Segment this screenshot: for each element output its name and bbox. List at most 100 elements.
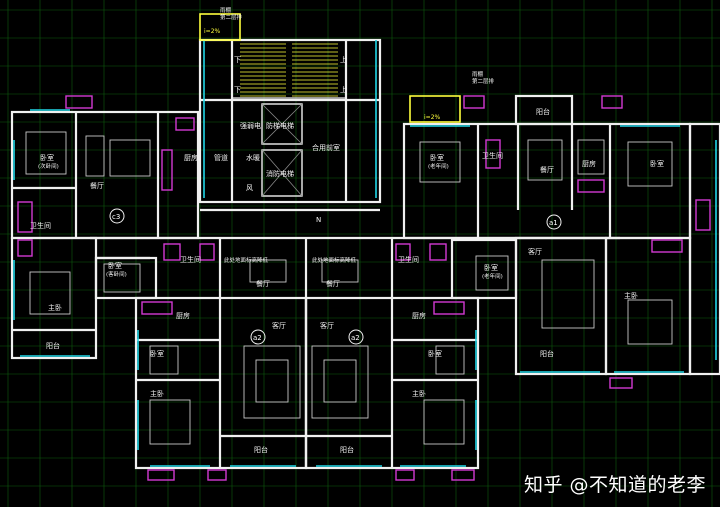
coffee-table (323, 359, 357, 403)
room-label: 卧室 (150, 349, 164, 358)
slope-label: i=2% (204, 28, 221, 35)
room-label: 厨房 (176, 311, 190, 320)
annotation-note: 此处地面标高降低 (312, 256, 357, 264)
toilet (395, 243, 411, 261)
unit-c3-outline (10, 110, 200, 240)
canopy-outline (409, 95, 461, 123)
north-label: N (316, 216, 321, 224)
unit-bubble-a2 (250, 329, 266, 345)
room-label: 卧室 (40, 153, 54, 162)
stair-direction: 下 (234, 56, 241, 64)
canopy-note: 第二层排 (472, 77, 495, 85)
room-label: 厨房 (412, 311, 426, 320)
toilet (485, 139, 501, 169)
room-label: 阳台 (46, 341, 60, 350)
fixtures (17, 95, 711, 481)
room-label: 防梯电梯 (266, 121, 294, 130)
walls (10, 38, 720, 470)
room-label: 厨房 (582, 159, 596, 168)
bed (25, 131, 67, 175)
unit-a1-top-balcony (514, 94, 574, 126)
room-label: 卫生间 (482, 151, 503, 160)
unit-bubble-c3 (109, 208, 125, 224)
room-sublabel: (老年间) (428, 162, 449, 170)
furniture (25, 131, 673, 445)
dining-table (321, 259, 359, 283)
room-label: 客厅 (320, 321, 334, 330)
unit-bubble-a1 (546, 214, 562, 230)
watermark: 知乎 @不知道的老李 (523, 474, 706, 496)
unit-bubble-a2 (348, 329, 364, 345)
room-label: 卫生间 (180, 255, 201, 264)
stair-direction: 下 (234, 86, 241, 94)
stair-core-outline (198, 38, 382, 204)
room-sublabel: (老年间) (482, 272, 503, 280)
room-label: 卧室 (428, 349, 442, 358)
room-label: 阳台 (536, 107, 550, 116)
unit-bubble-label: a1 (549, 219, 558, 227)
room-label: 强弱电 (240, 121, 261, 130)
canopy-note: 雨棚 (472, 70, 484, 78)
room-label: 厨房 (184, 153, 198, 162)
room-label: 卫生间 (398, 255, 419, 264)
room-sublabel: (次卧间) (38, 162, 59, 170)
bathtub (651, 239, 683, 253)
stair-treads (232, 43, 346, 99)
ac-unit (395, 469, 415, 481)
room-label: 客厅 (272, 321, 286, 330)
kitchen-counter (161, 149, 173, 191)
room-label: 餐厅 (90, 181, 104, 190)
bed (627, 299, 673, 345)
kitchen-counter (433, 301, 465, 315)
annotation-note: 此处地面标高降低 (224, 256, 269, 264)
room-sublabel: (客卧间) (106, 270, 127, 278)
room-label: 消防电梯 (266, 169, 294, 178)
room-label: 管道 (214, 153, 228, 162)
room-label: 阳台 (254, 445, 268, 454)
unit-a1-labels: 卧室 (老年间) 卫生间 餐厅 厨房 卧室 客厅 卧室 (老年间) 主卧 阳台 … (428, 107, 664, 358)
toilet (429, 243, 447, 261)
sink (175, 117, 195, 131)
unit-c3-labels: 卧室 (次卧间) 厨房 餐厅 卫生间 主卧 阳台 卧室 (客卧间) (30, 153, 198, 350)
bed (29, 271, 71, 315)
toilet (695, 199, 711, 231)
bed (103, 263, 141, 293)
ac-unit (451, 469, 475, 481)
sink (17, 239, 33, 257)
lift-shaft-2 (261, 149, 303, 197)
room-label: 卧室 (650, 159, 664, 168)
ac-unit (207, 469, 227, 481)
ac-unit (601, 95, 623, 109)
toilet (199, 243, 215, 261)
sofa (109, 139, 151, 177)
dining-table (527, 139, 563, 181)
room-label: 阳台 (340, 445, 354, 454)
table (85, 135, 105, 177)
canopy-note: 雨棚 (220, 6, 232, 14)
room-label: 主卧 (150, 389, 164, 398)
sofa-set (243, 345, 301, 419)
room-label: 卧室 (430, 153, 444, 162)
unit-a2-right-labels: 此处地面标高降低 餐厅 客厅 厨房 卫生间 卧室 主卧 阳台 (312, 255, 442, 454)
kitchen-counter (577, 179, 605, 193)
room-label: 主卧 (624, 291, 638, 300)
lift-shaft-1 (261, 103, 303, 145)
toilet (163, 243, 181, 261)
slope-label: i=2% (424, 114, 441, 121)
room-label: 合用前室 (312, 143, 340, 152)
unit-bubble-label: a2 (253, 334, 262, 342)
room-label: 卧室 (108, 261, 122, 270)
stair-direction: 上 (340, 85, 347, 94)
sofa-set (311, 345, 369, 419)
sofa-set (541, 259, 595, 329)
kitchen-counter (577, 139, 605, 175)
room-label: 客厅 (528, 247, 542, 256)
bed (435, 345, 465, 375)
bed (475, 255, 509, 291)
bed (149, 345, 179, 375)
dining-table (249, 259, 287, 283)
bed (423, 399, 465, 445)
bed (419, 141, 461, 183)
